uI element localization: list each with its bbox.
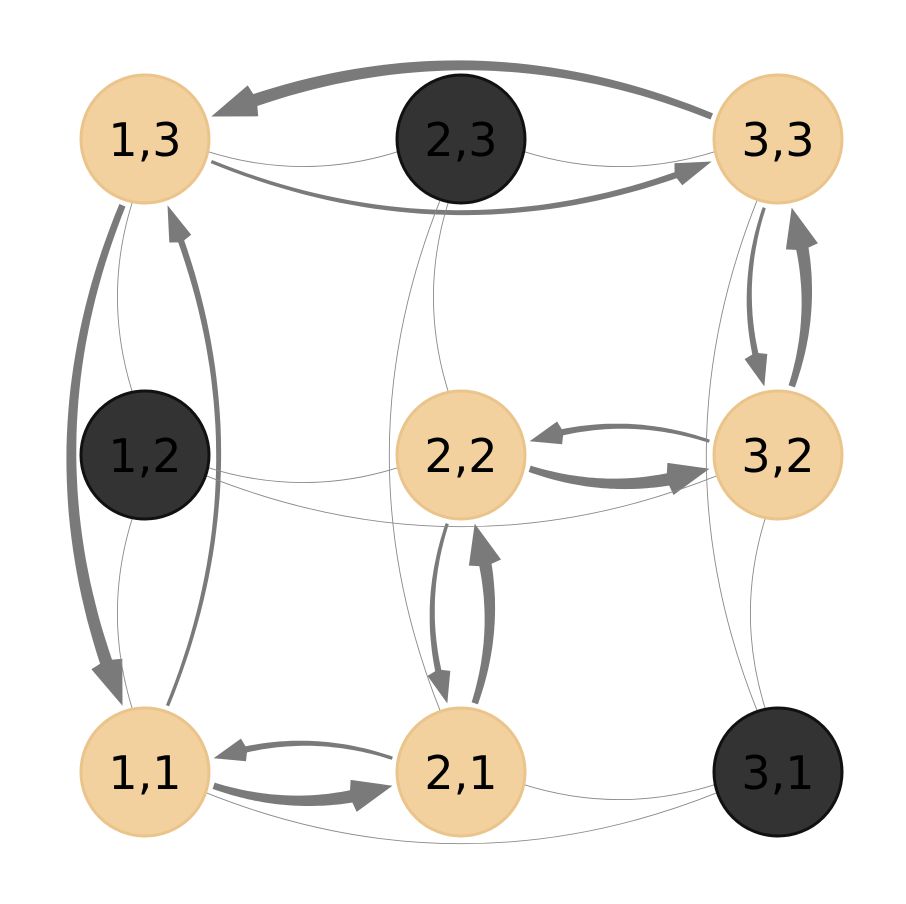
node-label: 2,2 <box>424 429 497 483</box>
arrowhead <box>213 738 248 762</box>
node-1-3: 1,3 <box>79 73 211 205</box>
edge-2-3-to-2-1 <box>388 199 441 712</box>
edge-line <box>523 151 716 167</box>
arrowhead <box>427 669 451 704</box>
node-label: 3,3 <box>741 113 814 167</box>
edge-line <box>750 517 766 710</box>
edge-line <box>207 467 399 483</box>
node-2-2: 2,2 <box>395 389 527 521</box>
edge-2-3-to-2-2 <box>433 201 449 393</box>
edge-1-3-to-3-3 <box>210 160 712 216</box>
edge-body <box>746 207 766 358</box>
arrowhead <box>674 161 712 186</box>
node-circle <box>712 706 844 838</box>
edge-2-1-to-2-2 <box>468 523 501 705</box>
edge-body <box>788 245 812 388</box>
edge-body <box>471 561 496 705</box>
arrowhead <box>91 658 123 706</box>
edge-1-2-to-1-1 <box>117 517 133 710</box>
edge-line <box>523 784 716 800</box>
edge-body <box>242 740 393 760</box>
edge-line <box>207 151 399 167</box>
edge-1-3-to-2-3 <box>207 151 399 167</box>
edge-2-1-to-1-1 <box>213 738 393 762</box>
node-circle <box>79 706 211 838</box>
edge-3-3-to-1-3 <box>211 60 713 120</box>
arrowhead <box>349 779 393 812</box>
edge-2-1-to-3-1 <box>523 784 716 800</box>
node-label: 3,1 <box>741 746 814 800</box>
edge-1-1-to-3-1 <box>205 792 718 845</box>
node-3-3: 3,3 <box>712 73 844 205</box>
edge-2-2-to-2-1 <box>427 523 451 704</box>
edge-3-2-to-3-3 <box>785 207 818 388</box>
arrowhead <box>529 421 564 445</box>
edge-2-2-to-3-2 <box>528 462 710 495</box>
arrowhead <box>744 352 768 387</box>
edge-body <box>212 782 355 806</box>
edge-3-2-to-2-2 <box>529 421 710 445</box>
edge-line <box>205 792 718 845</box>
edge-body <box>66 204 126 667</box>
node-circle <box>79 73 211 205</box>
node-label: 1,1 <box>108 746 181 800</box>
node-3-2: 3,2 <box>712 389 844 521</box>
edge-line <box>433 201 449 393</box>
node-label: 1,2 <box>108 429 181 483</box>
node-2-1: 2,1 <box>395 706 527 838</box>
arrowhead <box>666 462 710 495</box>
edge-body <box>558 423 710 443</box>
node-circle <box>79 389 211 521</box>
node-label: 2,3 <box>424 113 497 167</box>
node-circle <box>395 706 527 838</box>
edge-1-3-to-1-1 <box>66 204 126 706</box>
edge-line <box>388 199 441 712</box>
edge-body <box>528 465 672 490</box>
arrowhead <box>785 207 818 251</box>
node-label: 2,1 <box>424 746 497 800</box>
node-circle <box>395 389 527 521</box>
edge-body <box>429 523 449 675</box>
arrowhead <box>468 523 501 567</box>
edge-2-3-to-3-3 <box>523 151 716 167</box>
edge-3-3-to-3-2 <box>744 207 768 387</box>
arrowhead <box>167 205 192 243</box>
node-1-2: 1,2 <box>79 389 211 521</box>
node-circle <box>712 73 844 205</box>
node-circle <box>712 389 844 521</box>
node-circle <box>395 73 527 205</box>
edge-line <box>117 201 133 393</box>
edge-3-3-to-3-1 <box>705 199 758 712</box>
edge-1-3-to-1-2 <box>117 201 133 393</box>
node-3-1: 3,1 <box>712 706 844 838</box>
edge-1-1-to-1-3 <box>166 205 222 707</box>
edge-line <box>705 199 758 712</box>
edge-1-2-to-2-2 <box>207 467 399 483</box>
node-2-3: 2,3 <box>395 73 527 205</box>
node-label: 3,2 <box>741 429 814 483</box>
edge-line <box>117 517 133 710</box>
edge-body <box>250 60 713 120</box>
node-label: 1,3 <box>108 113 181 167</box>
arrowhead <box>211 85 259 117</box>
edges-layer <box>66 60 818 845</box>
edge-1-2-to-3-2 <box>205 475 718 528</box>
edge-line <box>205 475 718 528</box>
edge-1-1-to-2-1 <box>212 779 393 812</box>
nodes-layer: 1,1 2,1 3,1 1,2 2,2 3,2 1,3 2,3 3,3 <box>79 73 844 838</box>
node-1-1: 1,1 <box>79 706 211 838</box>
edge-3-2-to-3-1 <box>750 517 766 710</box>
